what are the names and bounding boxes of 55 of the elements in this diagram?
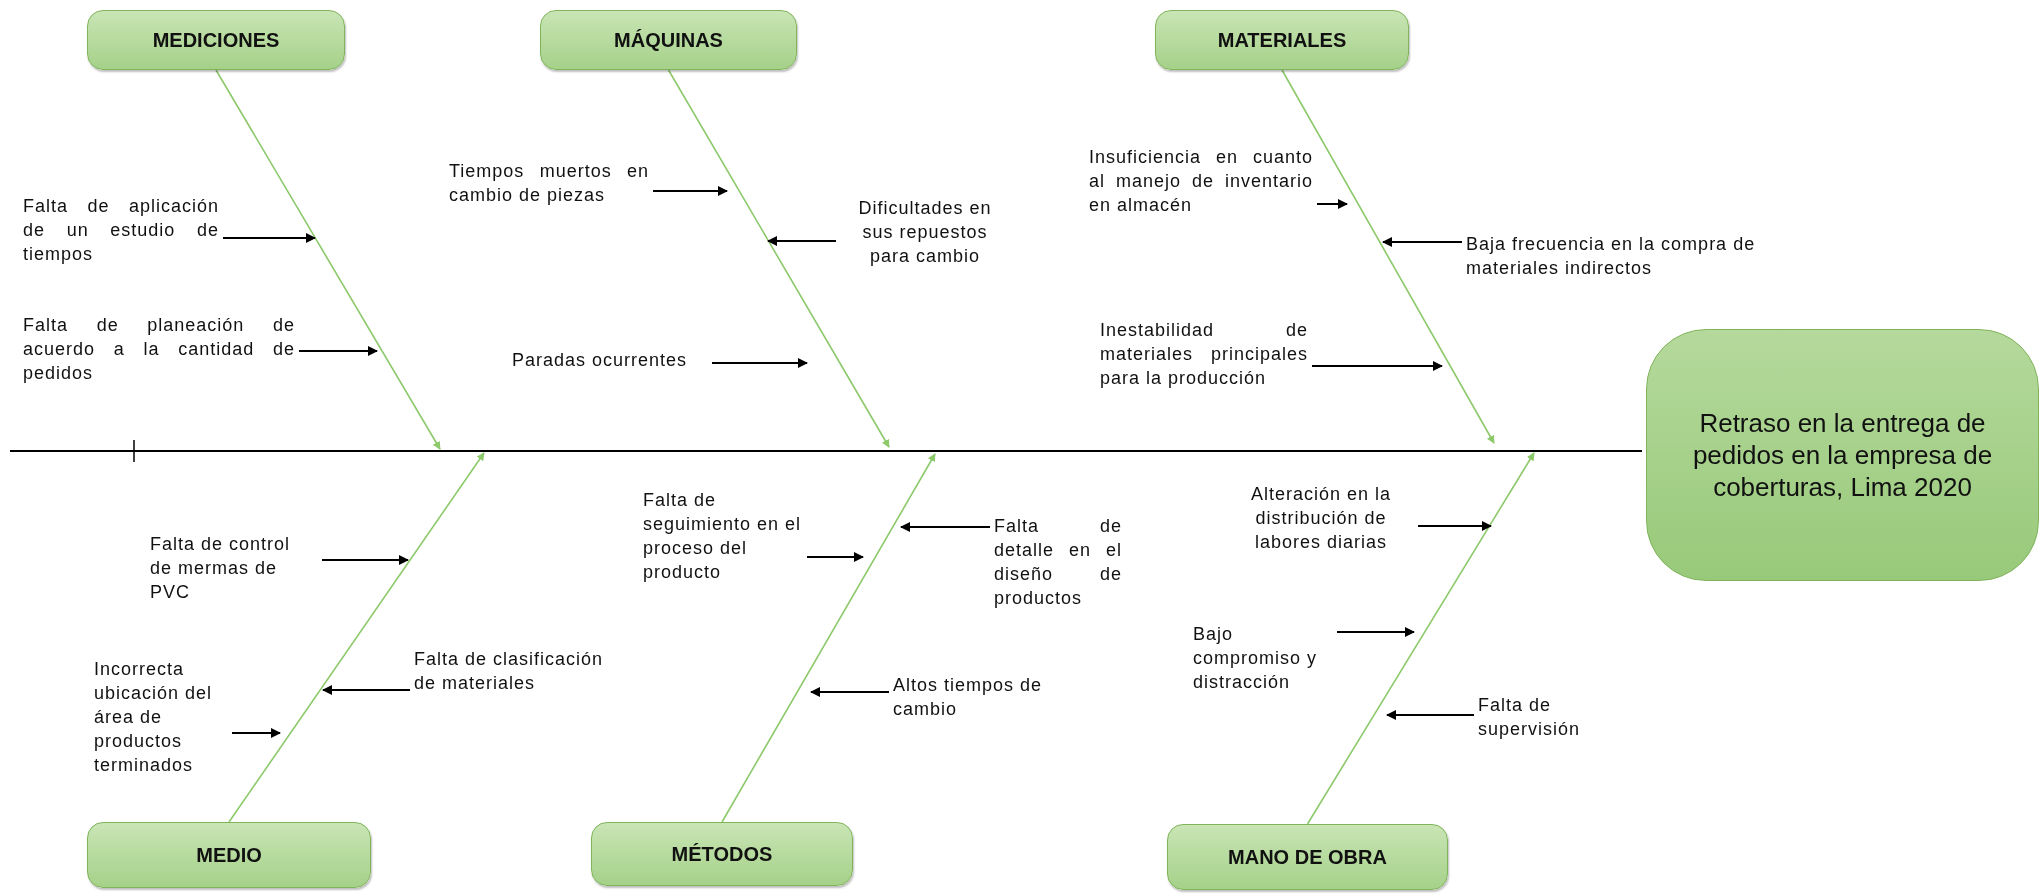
category-box	[1155, 10, 1409, 70]
cause-label: Bajo compromiso y distracción	[1193, 623, 1319, 694]
arrow	[1311, 361, 1443, 371]
arrow	[810, 687, 890, 697]
cause-label: Falta de seguimiento en el proceso del producto	[643, 489, 803, 584]
cause-label: Incorrecta ubicación del área de productos terminados	[94, 658, 214, 777]
branch-arrow	[1306, 452, 1535, 825]
arrow	[222, 233, 316, 243]
category-box	[540, 10, 797, 70]
arrow	[298, 346, 378, 356]
arrow	[1336, 627, 1415, 637]
arrow	[231, 728, 281, 738]
cause-label: Falta de clasificación de materiales	[414, 648, 605, 695]
category-label: MANO DE OBRA	[1228, 845, 1387, 869]
category-box	[1167, 824, 1448, 890]
spine-line	[9, 450, 1643, 452]
cause-label: Falta de control de mermas de PVC	[150, 533, 292, 604]
cause-label: Alteración en la distribución de labores diarias	[1249, 483, 1393, 554]
branch-arrow	[721, 453, 936, 823]
arrow	[900, 522, 991, 532]
cause-label: Altos tiempos de cambio	[893, 674, 1044, 721]
arrow	[806, 552, 864, 562]
cause-label: Paradas ocurrentes	[512, 349, 689, 372]
arrow	[767, 236, 837, 246]
arrow	[1382, 237, 1463, 247]
cause-label: Dificultades en sus repuestos para cambio	[857, 197, 993, 268]
cause-label: Insuficiencia en cuanto al manejo de inventario en almacén	[1089, 146, 1313, 217]
category-box	[87, 822, 371, 888]
category-box	[591, 822, 853, 886]
category-label: MÉTODOS	[671, 842, 773, 866]
arrow	[322, 685, 411, 695]
category-label: MEDICIONES	[152, 28, 280, 52]
effect-label: Retraso en la entrega de pedidos en la empresa de coberturas, Lima 2020	[1691, 407, 1994, 503]
category-label: MATERIALES	[1217, 28, 1347, 52]
category-label: MÁQUINAS	[614, 28, 723, 52]
arrow	[321, 555, 409, 565]
branch-arrow	[1281, 69, 1495, 444]
cause-label: Falta de supervisión	[1478, 694, 1582, 741]
category-box	[87, 10, 345, 70]
branch-arrow	[667, 69, 890, 448]
cause-label: Falta de planeación de acuerdo a la cantidad de pedidos	[23, 314, 295, 385]
cause-label: Falta de detalle en el diseño de productos	[994, 515, 1122, 610]
branch-arrow	[215, 69, 441, 450]
arrow	[1316, 199, 1348, 209]
cause-label: Tiempos muertos en cambio de piezas	[449, 160, 649, 207]
cause-label: Inestabilidad de materiales principales para la producción	[1100, 319, 1308, 390]
cause-label: Baja frecuencia en la compra de materiales indirectos	[1466, 233, 1757, 280]
category-label: MEDIO	[196, 843, 262, 867]
arrow	[652, 186, 728, 196]
arrow	[1417, 521, 1492, 531]
arrow	[1386, 710, 1475, 720]
effect-box	[1646, 329, 2039, 581]
branch-arrow	[228, 452, 485, 823]
arrow	[711, 358, 808, 368]
cause-label: Falta de aplicación de un estudio de tiempos	[23, 195, 219, 266]
